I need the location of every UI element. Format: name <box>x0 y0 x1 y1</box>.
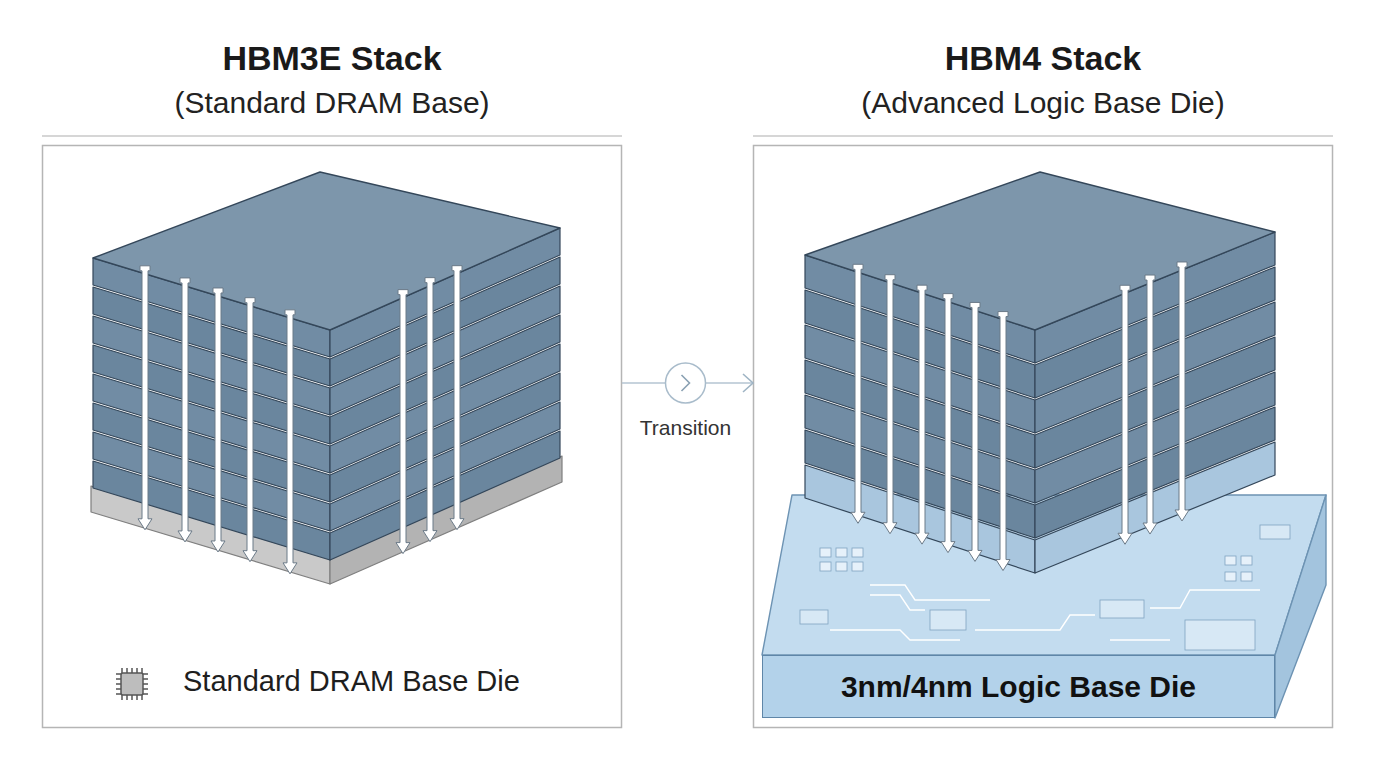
circuit-trace <box>1110 639 1170 640</box>
label-holder: Standard DRAM Base Die <box>183 665 520 698</box>
tsv-arrow <box>851 264 865 523</box>
circuit-pad <box>820 548 831 557</box>
circuit-trace <box>870 595 925 610</box>
circuit-trace <box>975 615 1095 630</box>
tsv-arrow <box>450 266 464 530</box>
tsv-arrow <box>968 302 982 561</box>
dram-layer <box>93 461 330 560</box>
panel-title: HBM4 Stack <box>753 38 1333 78</box>
transition-badge <box>666 363 706 403</box>
circuit-pad <box>836 562 847 571</box>
tsv-arrow <box>211 288 225 552</box>
circuit-pad <box>1225 572 1236 581</box>
stack-top-face <box>805 172 1275 330</box>
tsv-arrow <box>396 290 410 554</box>
chip-body <box>121 673 143 695</box>
tsv-arrow <box>996 312 1010 571</box>
tsv-arrow <box>1118 285 1132 544</box>
circuit-block <box>1260 525 1290 539</box>
component-label: Standard DRAM Base Die <box>183 665 520 698</box>
circuit-pad <box>1241 572 1252 581</box>
arrow-head <box>743 374 753 392</box>
chip-pin <box>141 695 143 700</box>
tsv-arrow <box>243 298 257 562</box>
tsv-arrow <box>941 294 955 553</box>
tsv-arrow <box>883 275 897 534</box>
logic-base-die: 3nm/4nm Logic Base Die <box>762 655 1275 718</box>
chip-pin <box>121 668 123 673</box>
stack-top-face <box>93 172 560 330</box>
stack-panel: HBM4 Stack (Advanced Logic Base Die) 3nm/4… <box>753 28 1333 728</box>
tsv-arrow <box>283 310 297 574</box>
stack-panel: HBM3E Stack (Standard DRAM Base) Standard … <box>42 28 622 728</box>
tsv-arrow <box>1143 275 1157 534</box>
tsv-arrow <box>915 285 929 544</box>
circuit-trace <box>1150 590 1260 608</box>
chip-pin <box>121 695 123 700</box>
panel-frame <box>43 146 622 728</box>
circuit-block <box>1185 620 1255 650</box>
edge-label: Transition <box>637 416 734 440</box>
circuit-pad <box>1241 556 1252 565</box>
circuit-pad <box>836 548 847 557</box>
die-label: 3nm/4nm Logic Base Die <box>841 670 1196 704</box>
tsv-arrow <box>138 266 152 530</box>
tsv-arrow <box>1175 262 1189 521</box>
tsv-arrow <box>178 278 192 542</box>
circuit-trace <box>830 630 960 640</box>
circuit-trace <box>870 585 990 600</box>
dram-layer <box>330 431 560 560</box>
chip-icon <box>116 668 148 700</box>
chip-pin <box>116 693 121 695</box>
title-rule <box>753 135 1333 137</box>
chip-pin <box>141 668 143 673</box>
title-rule <box>42 135 622 137</box>
circuit-block <box>800 610 828 624</box>
hbm3e-stack <box>91 172 562 584</box>
circuit-pad <box>852 562 863 571</box>
panel-subtitle: (Standard DRAM Base) <box>42 85 622 121</box>
dram-layer <box>1035 442 1275 573</box>
chevron <box>682 375 690 391</box>
panel-frame <box>754 146 1333 728</box>
circuit-pad <box>1225 556 1236 565</box>
tsv-arrow <box>423 278 437 542</box>
chip-pin <box>143 693 148 695</box>
chip-pin <box>143 673 148 675</box>
panel-subtitle: (Advanced Logic Base Die) <box>753 85 1333 121</box>
transition-arrow <box>622 363 753 403</box>
chip-pin <box>116 673 121 675</box>
hbm4-stack <box>805 172 1275 573</box>
panel-title: HBM3E Stack <box>42 38 622 78</box>
circuit-block <box>930 610 966 630</box>
circuit-pad <box>820 562 831 571</box>
circuit-block <box>1100 600 1144 618</box>
circuit-pad <box>852 548 863 557</box>
